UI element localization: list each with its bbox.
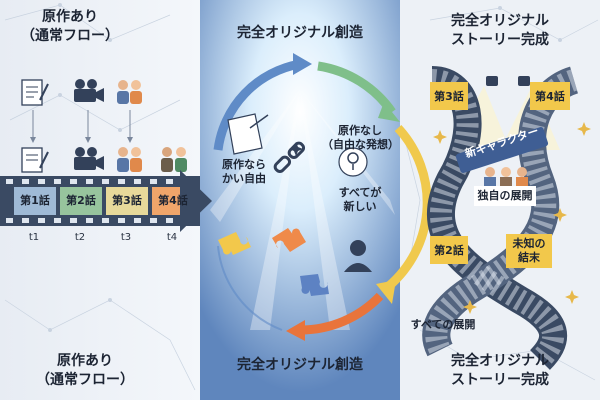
arc-yellow-head [376,280,396,304]
left-title-line1: 原作あり [42,9,98,25]
arc-green [317,61,396,115]
people-icon [161,147,187,172]
person-silhouette-icon [344,240,372,272]
all-new-label: すべてが 新しい [332,186,388,214]
no-source-line2: （自由な発想） [322,138,399,151]
unknown-ending-line1: 未知の [512,237,546,250]
time-t3: t3 [120,232,132,243]
center-title: 完全オリジナル創造 [237,25,363,41]
right-episode-2-label: 第2話 [434,244,464,257]
idea-bubble-icon [338,147,368,177]
unique-development-frame [474,186,536,206]
unknown-ending-line2: 結末 [518,251,540,264]
no-source-line1: 原作なし [338,124,382,137]
arc-blue [213,59,301,151]
all-developments-label: すべての展開 [410,318,476,331]
episode-2-label: 第2話 [66,194,96,207]
unique-development-label: 独自の展開 [477,189,533,202]
episode-4-label: 第4話 [158,194,188,207]
flow-arrow-right [180,170,212,232]
center-bottom-title: 完全オリジナル創造 [237,357,363,373]
right-title: 完全オリジナル ストーリー完成 [418,12,582,50]
unknown-ending-frame [506,234,552,268]
all-new-line1: すべてが [338,186,382,199]
arc-orange-head [286,320,305,341]
sparkle-icon [289,142,303,156]
no-source-label: 原作なし （自由な発想） [322,124,399,152]
right-episode-2-frame [430,236,468,264]
film-camera-icon [74,147,104,170]
right-episode-3-frame [430,82,468,110]
people-icon [484,167,528,186]
right-bottom-line1: 完全オリジナル [451,353,549,369]
right-episode-3-label: 第3話 [434,90,464,103]
right-bottom-line2: ストーリー完成 [451,372,549,388]
freedom-line1: 原作なら [222,158,266,171]
arc-yellow [381,124,432,294]
arc-green-head [378,102,400,122]
sparkle-icon [433,122,591,314]
left-bottom-line1: 原作あり [57,353,113,369]
arc-thin [217,245,283,331]
time-t1: t1 [28,232,40,243]
time-t4: t4 [166,232,178,243]
puzzle-icon [218,228,329,296]
time-t2: t2 [74,232,86,243]
document-icon [21,79,49,106]
all-new-line2: 新しい [343,200,377,213]
spotlight-icon [486,76,530,86]
freedom-line2: かい自由 [222,172,266,185]
people-icon [117,147,142,172]
left-bottom-line2: （通常フロー） [36,372,134,388]
arc-blue-head [293,53,312,75]
document-icon [21,147,49,173]
episode-3-frame [106,187,148,215]
left-title-line2: （通常フロー） [21,28,119,44]
arc-orange [299,292,384,335]
right-episode-4-label: 第4話 [535,90,565,103]
episode-1-frame [14,187,56,215]
left-bottom-title: 原作あり （通常フロー） [20,352,150,390]
film-camera-icon [74,79,104,102]
right-episode-4-frame [530,82,570,110]
episode-3-label: 第3話 [112,194,142,207]
document-icon [227,113,269,155]
right-bottom-title: 完全オリジナル ストーリー完成 [418,352,582,390]
right-title-line1: 完全オリジナル [451,13,549,29]
right-title-line2: ストーリー完成 [451,32,549,48]
freedom-label: 原作なら かい自由 [214,158,274,186]
left-title: 原作あり （通常フロー） [0,8,140,46]
unknown-ending-label: 未知の 結末 [506,237,552,265]
episode-1-label: 第1話 [20,194,50,207]
down-arrows [30,110,133,143]
broken-chain-icon [273,141,306,174]
people-icon [117,80,142,104]
new-character-banner [455,127,549,173]
episode-2-frame [60,187,102,215]
